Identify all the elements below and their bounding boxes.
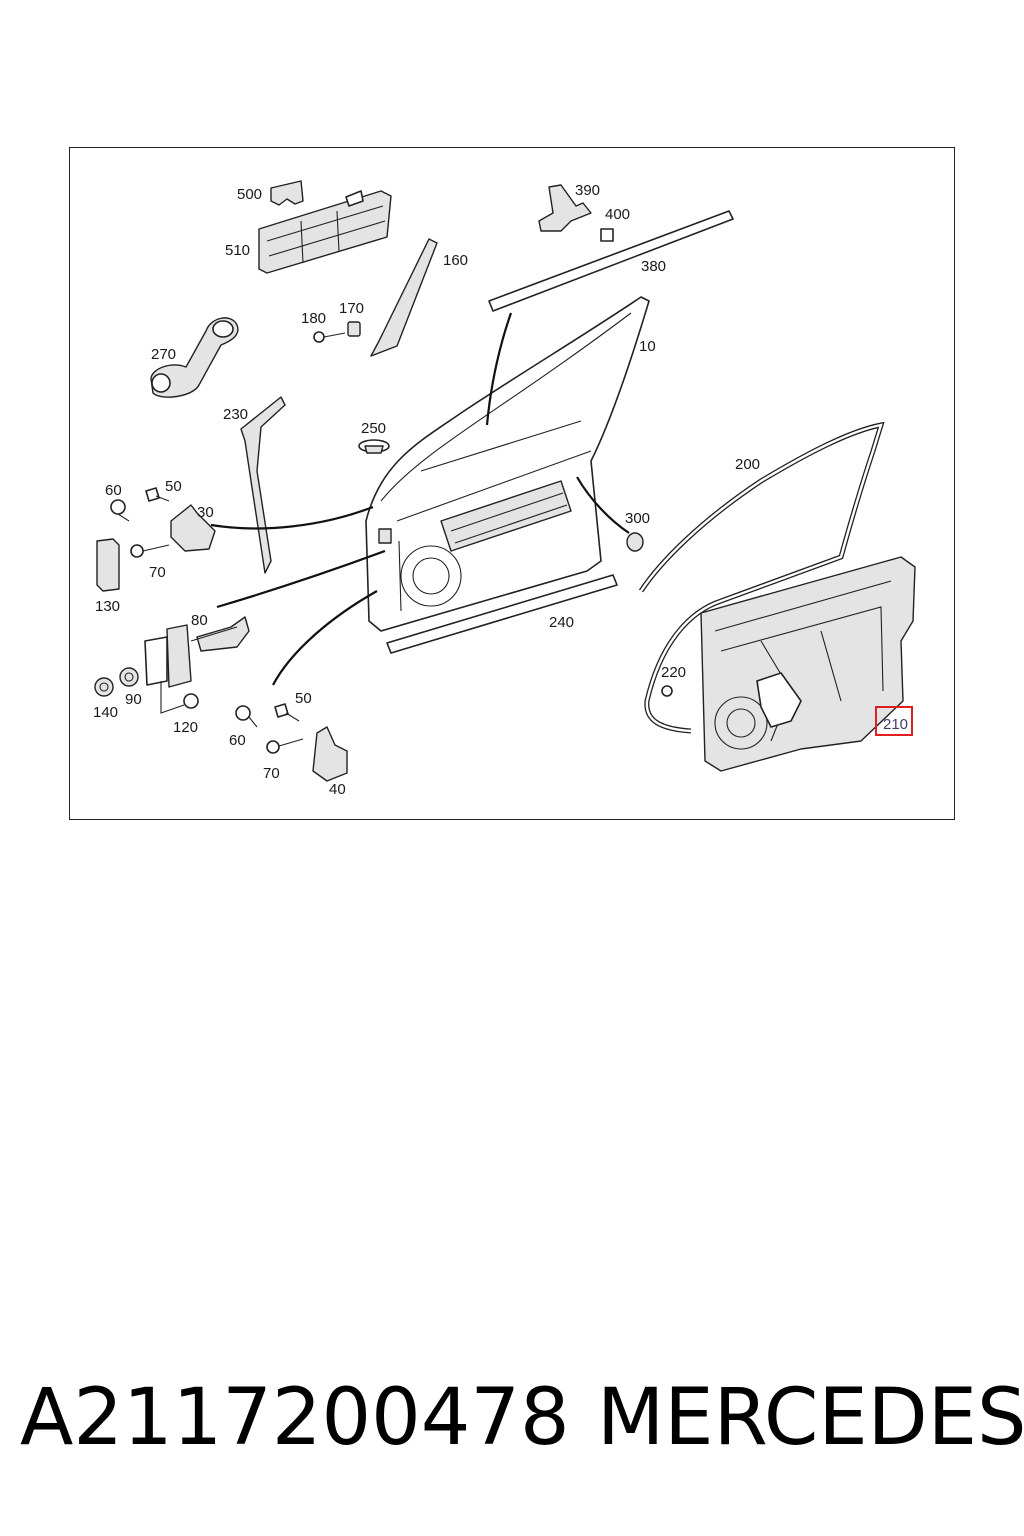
highlight-box-210 <box>875 706 913 736</box>
callout-270: 270 <box>151 346 176 363</box>
callout-200: 200 <box>735 456 760 473</box>
callout-220: 220 <box>661 664 686 681</box>
door-exploded-view: 500 510 160 390 400 380 180 170 270 10 2… <box>93 180 916 798</box>
part-400-clip <box>600 228 614 242</box>
callout-230: 230 <box>223 406 248 423</box>
part-60-bolt-b <box>235 705 258 728</box>
part-120-bolt <box>160 681 199 714</box>
callout-390: 390 <box>575 182 600 199</box>
leader-lines <box>210 312 630 686</box>
part-number: A2117200478 <box>20 1373 570 1463</box>
part-300-grommet <box>626 532 644 552</box>
callout-70-upper: 70 <box>149 564 166 581</box>
part-lower-hinge <box>144 624 192 688</box>
part-30-hinge-upper <box>170 504 216 552</box>
callout-80: 80 <box>191 612 208 629</box>
part-390-bracket <box>538 184 592 232</box>
part-140-nut <box>94 677 114 697</box>
callout-130: 130 <box>95 598 120 615</box>
callout-40: 40 <box>329 781 346 798</box>
part-50-bolt-a <box>145 487 170 502</box>
part-180-screw <box>313 331 346 343</box>
part-210-inner-panel <box>700 556 916 772</box>
part-170-clip <box>347 321 361 337</box>
part-10-door-shell <box>365 296 650 632</box>
callout-30: 30 <box>197 504 214 521</box>
part-230-seal-strip <box>240 396 286 574</box>
callout-70-lower: 70 <box>263 765 280 782</box>
part-60-bolt-a <box>110 499 130 522</box>
part-90-nut <box>119 667 139 687</box>
callout-510: 510 <box>225 242 250 259</box>
callout-210: 210 <box>883 716 908 733</box>
callout-60-upper: 60 <box>105 482 122 499</box>
callout-120: 120 <box>173 719 198 736</box>
part-250-plug <box>358 439 390 454</box>
part-500-clip <box>270 180 304 206</box>
callout-380: 380 <box>641 258 666 275</box>
part-510-trim <box>258 190 392 274</box>
part-270-handle <box>150 317 239 398</box>
callout-500: 500 <box>237 186 262 203</box>
callout-60-lower: 60 <box>229 732 246 749</box>
part-80-check-strap <box>190 616 250 652</box>
brand-name: MERCEDES <box>597 1373 1024 1463</box>
callout-300: 300 <box>625 510 650 527</box>
callout-90: 90 <box>125 691 142 708</box>
callout-170: 170 <box>339 300 364 317</box>
callout-400: 400 <box>605 206 630 223</box>
part-130-spacer <box>96 538 120 592</box>
parts-diagram: 500 510 160 390 400 380 180 170 270 10 2… <box>69 147 955 820</box>
callout-160: 160 <box>443 252 468 269</box>
part-220-plug <box>661 685 673 697</box>
callout-50-upper: 50 <box>165 478 182 495</box>
part-70-screw-b <box>266 738 304 754</box>
part-160-pillar-trim <box>370 238 438 357</box>
callout-140: 140 <box>93 704 118 721</box>
part-380-belt-molding <box>488 210 734 312</box>
part-200-door-seal <box>638 421 885 734</box>
part-70-screw-a <box>130 544 170 558</box>
callout-10: 10 <box>639 338 656 355</box>
callout-50-lower: 50 <box>295 690 312 707</box>
callout-180: 180 <box>301 310 326 327</box>
callout-240: 240 <box>549 614 574 631</box>
footer: A2117200478 MERCEDES <box>0 1372 1024 1482</box>
part-240-sill-strip <box>386 574 618 654</box>
part-40-hinge-lower <box>312 726 348 782</box>
callout-250: 250 <box>361 420 386 437</box>
part-50-bolt-b <box>274 703 300 722</box>
